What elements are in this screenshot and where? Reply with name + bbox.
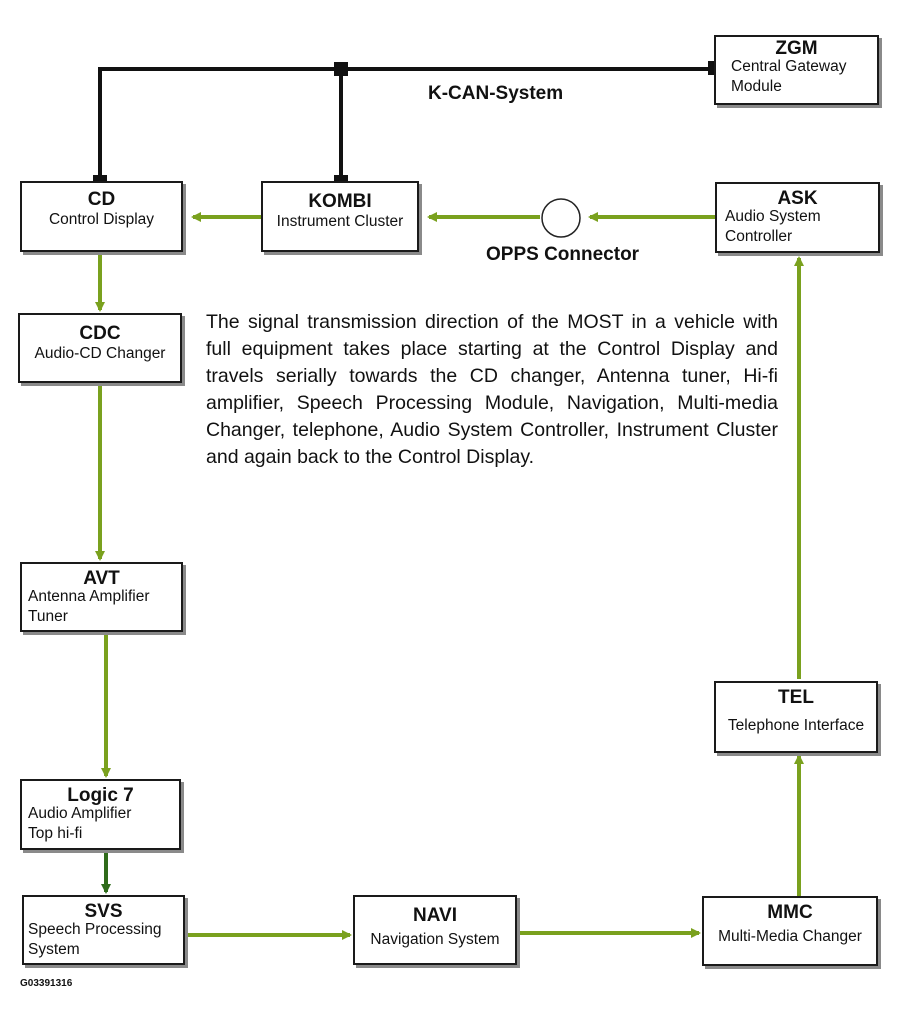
node-ask-abbr: ASK: [777, 188, 818, 209]
node-logic7-abbr: Logic 7: [67, 785, 134, 806]
node-tel: TEL Telephone Interface: [714, 681, 878, 753]
description-paragraph: The signal transmission direction of the…: [206, 311, 778, 468]
node-tel-abbr: TEL: [778, 687, 814, 708]
figure-id: G03391316: [20, 978, 73, 989]
node-avt-desc-line2: Tuner: [28, 608, 68, 625]
node-ask-desc-line2: Controller: [725, 228, 793, 245]
node-navi-abbr: NAVI: [413, 905, 457, 926]
node-zgm-desc-line2: Module: [731, 78, 782, 95]
node-mmc-abbr: MMC: [767, 902, 813, 923]
node-svs-desc-line1: Speech Processing: [28, 921, 162, 938]
node-mmc: MMC Multi-Media Changer: [702, 896, 878, 966]
node-zgm: ZGM Central Gateway Module: [714, 35, 879, 105]
k-can-label: K-CAN-System: [428, 83, 564, 104]
node-navi-desc: Navigation System: [370, 931, 500, 948]
node-svs: SVS Speech Processing System: [22, 895, 185, 965]
node-avt: AVT Antenna Amplifier Tuner: [20, 562, 183, 632]
node-logic7: Logic 7 Audio Amplifier Top hi-fi: [20, 779, 181, 850]
opps-connector-icon: [541, 198, 581, 238]
node-cd-abbr: CD: [87, 189, 116, 210]
node-cd: CD Control Display: [20, 181, 183, 252]
k-can-bus: [98, 67, 714, 181]
node-cdc-desc: Audio-CD Changer: [34, 345, 166, 362]
node-cd-desc: Control Display: [48, 211, 155, 228]
node-zgm-desc-line1: Central Gateway: [731, 58, 847, 75]
node-tel-desc: Telephone Interface: [727, 717, 865, 734]
node-navi: NAVI Navigation System: [353, 895, 517, 965]
node-kombi-desc: Instrument Cluster: [276, 213, 404, 230]
node-cdc-abbr: CDC: [79, 323, 121, 344]
node-ask: ASK Audio System Controller: [715, 182, 880, 253]
node-logic7-desc-line2: Top hi-fi: [28, 825, 83, 842]
node-zgm-abbr: ZGM: [775, 38, 818, 59]
node-ask-desc-line1: Audio System: [725, 208, 821, 225]
node-mmc-desc: Multi-Media Changer: [718, 928, 862, 945]
node-kombi: KOMBI Instrument Cluster: [261, 181, 419, 252]
node-cdc: CDC Audio-CD Changer: [18, 313, 182, 383]
k-can-junction: [334, 62, 348, 76]
node-avt-abbr: AVT: [83, 568, 120, 589]
node-logic7-desc-line1: Audio Amplifier: [28, 805, 132, 822]
node-avt-desc-line1: Antenna Amplifier: [28, 588, 150, 605]
node-svs-abbr: SVS: [84, 901, 123, 922]
node-svs-desc-line2: System: [28, 941, 80, 958]
opps-connector-label: OPPS Connector: [486, 244, 640, 265]
node-kombi-abbr: KOMBI: [308, 191, 372, 212]
